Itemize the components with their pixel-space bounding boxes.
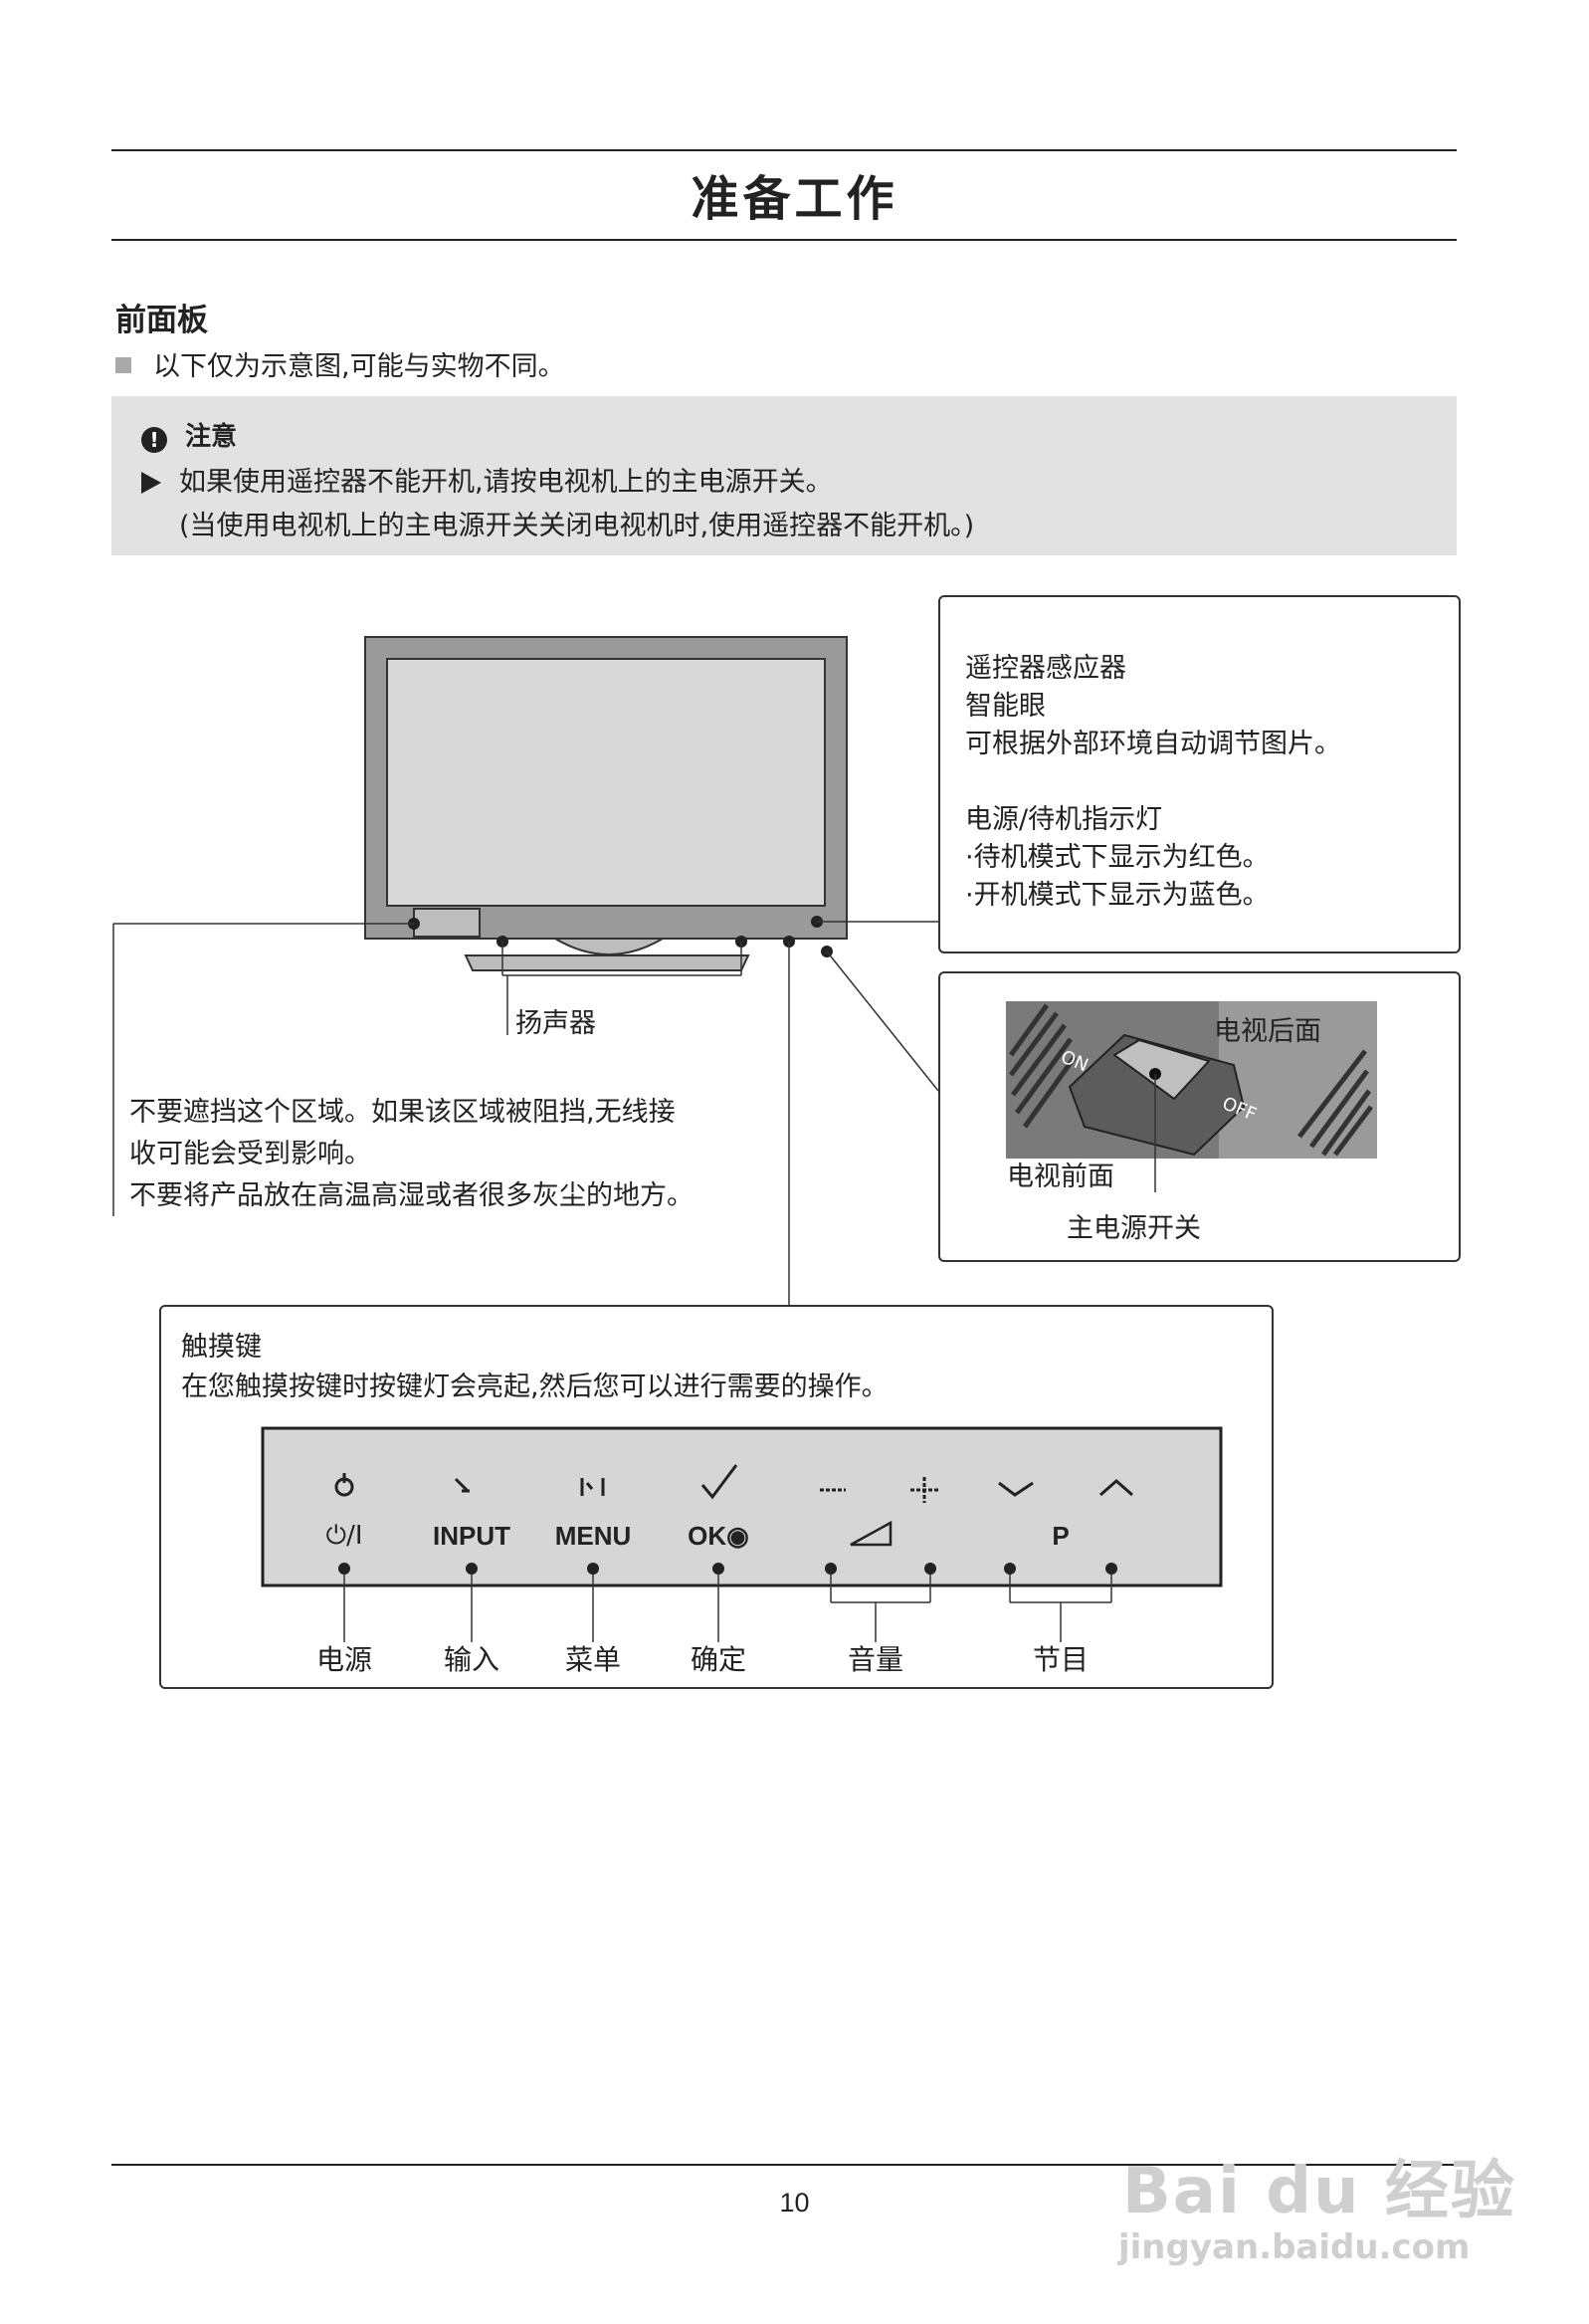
disclaimer-text: 以下仅为示意图,可能与实物不同。 [153, 351, 565, 382]
note-box: !注意 如果使用遥控器不能开机,请按电视机上的主电源开关。 (当使用电视机上的主… [111, 396, 1457, 555]
touch-description: 在您触摸按键时按键灯会亮起,然后您可以进行需要的操作。 [181, 1372, 889, 1402]
ok-key-label[interactable]: OK◉ [688, 1521, 749, 1551]
baidu-watermark-logo: Bai du 经验 [1122, 2155, 1516, 2228]
ok-label: 确定 [690, 1643, 746, 1676]
note-line-1: 如果使用遥控器不能开机,请按电视机上的主电源开关。 [141, 460, 833, 499]
touch-title: 触摸键 [181, 1332, 262, 1363]
volume-label: 音量 [847, 1643, 903, 1676]
tv-stand-base [464, 954, 750, 971]
program-key-label[interactable]: P [1052, 1521, 1070, 1551]
disclaimer-bullet: 以下仅为示意图,可能与实物不同。 [115, 344, 565, 383]
indicator-line-2: ·待机模式下显示为红色。 [965, 842, 1270, 873]
speaker-label: 扬声器 [515, 1008, 596, 1039]
baidu-watermark-url: jingyan.baidu.com [1118, 2227, 1471, 2267]
switch-illustration [1006, 1001, 1377, 1192]
tv-back-label: 电视后面 [1214, 1016, 1321, 1047]
sensor-line-3: 可根据外部环境自动调节图片。 [965, 729, 1341, 759]
title-rule [111, 239, 1457, 241]
touch-panel [261, 1426, 1223, 1587]
program-label: 节目 [1032, 1643, 1089, 1676]
sensor-line-1: 遥控器感应器 [965, 653, 1126, 684]
section-title: 前面板 [115, 303, 208, 338]
touch-keys-box [159, 1305, 1274, 1689]
power-key-label[interactable]: ⏻/I [325, 1521, 363, 1551]
page-title: 准备工作 [691, 171, 898, 227]
note-line-2: (当使用电视机上的主电源开关关闭电视机时,使用遥控器不能开机。) [179, 511, 975, 541]
menu-key-label[interactable]: MENU [554, 1521, 632, 1551]
warning-line-1: 不要遮挡这个区域。如果该区域被阻挡,无线接 [129, 1097, 676, 1128]
sensor-window [413, 908, 481, 938]
menu-label: 菜单 [564, 1643, 621, 1676]
warning-line-3: 不要将产品放在高温高湿或者很多灰尘的地方。 [129, 1180, 694, 1211]
tv-front-label: 电视前面 [1007, 1162, 1114, 1192]
note-heading: !注意 [141, 416, 237, 453]
triangle-bullet-icon [141, 472, 161, 494]
sensor-line-2: 智能眼 [965, 691, 1046, 722]
square-bullet-icon [115, 357, 131, 373]
sensor-indicator-box: 遥控器感应器 智能眼 可根据外部环境自动调节图片。 电源/待机指示灯 ·待机模式… [938, 595, 1461, 953]
warning-line-2: 收可能会受到影响。 [129, 1139, 371, 1169]
page-number: 10 [779, 2188, 810, 2218]
exclamation-icon: ! [141, 427, 167, 453]
input-label: 输入 [443, 1643, 499, 1676]
indicator-line-1: 电源/待机指示灯 [965, 804, 1163, 835]
tv-screen [386, 658, 826, 907]
indicator-line-3: ·开机模式下显示为蓝色。 [965, 880, 1270, 911]
footer-rule [111, 2164, 1457, 2166]
tv-stand-neck [551, 938, 667, 955]
power-switch-box [938, 971, 1461, 1262]
power-label: 电源 [315, 1643, 372, 1676]
input-key-label[interactable]: INPUT [433, 1521, 510, 1551]
main-power-switch-label: 主电源开关 [1067, 1213, 1201, 1244]
top-rule [111, 149, 1457, 151]
